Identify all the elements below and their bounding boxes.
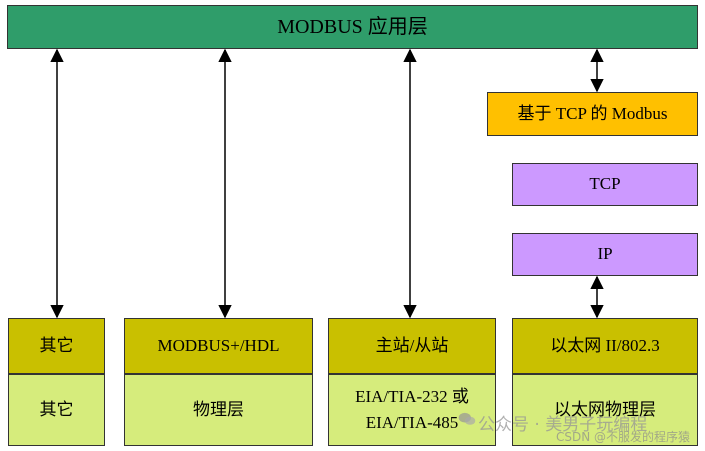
modbus-over-tcp-box: 基于 TCP 的 Modbus	[487, 92, 698, 136]
protocol-box-other: 其它	[8, 318, 105, 374]
modbus-over-tcp-label: 基于 TCP 的 Modbus	[517, 103, 668, 123]
protocol-label: 以太网 II/802.3	[550, 335, 660, 355]
physical-label: 其它	[39, 399, 74, 419]
ip-box: IP	[512, 233, 698, 276]
tcp-label: TCP	[589, 174, 621, 194]
protocol-box-ethernet: 以太网 II/802.3	[512, 318, 698, 374]
physical-box-eia-tia: EIA/TIA-232 或 EIA/TIA-485	[328, 374, 496, 446]
physical-label: EIA/TIA-232 或 EIA/TIA-485	[355, 386, 469, 432]
watermark-line-1: 公众号 · 美男子玩编程	[456, 410, 647, 435]
ip-label: IP	[597, 244, 613, 264]
watermark-text-2: CSDN @不服发的程序猿	[556, 430, 691, 444]
physical-label: 物理层	[193, 399, 244, 419]
protocol-box-master-slave: 主站/从站	[328, 318, 496, 374]
tcp-box: TCP	[512, 163, 698, 206]
physical-label: 以太网物理层	[554, 399, 656, 419]
protocol-label: 主站/从站	[375, 335, 449, 355]
protocol-box-modbus-plus: MODBUS+/HDL	[124, 318, 313, 374]
physical-box-other: 其它	[8, 374, 105, 446]
application-layer-label: MODBUS 应用层	[277, 15, 428, 38]
watermark-line-2: CSDN @不服发的程序猿	[480, 428, 690, 445]
watermark-text-1: 公众号 · 美男子玩编程	[478, 415, 648, 435]
protocol-label: 其它	[39, 335, 74, 355]
physical-box-physical-layer: 物理层	[124, 374, 313, 446]
wechat-icon	[458, 412, 476, 425]
physical-box-ethernet-physical: 以太网物理层	[512, 374, 698, 446]
protocol-label: MODBUS+/HDL	[157, 335, 280, 355]
application-layer-bar: MODBUS 应用层	[7, 5, 698, 49]
